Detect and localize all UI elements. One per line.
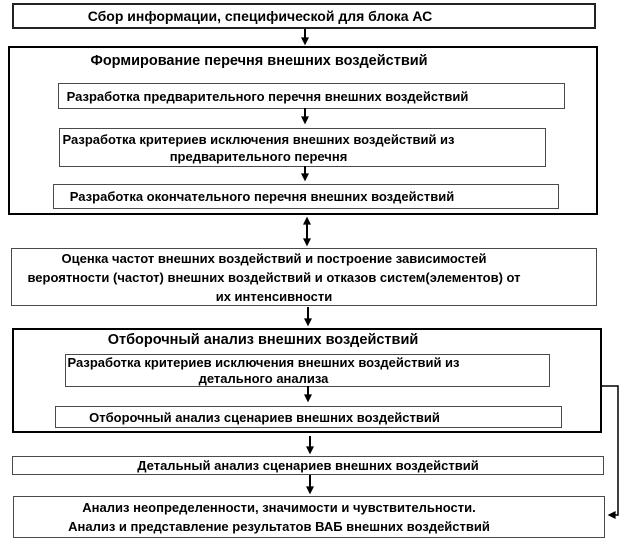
text-line: вероятности (частот) внешних воздействий… <box>27 269 521 285</box>
text-line: Анализ неопределенности, значимости и чу… <box>82 500 476 515</box>
text-line: Разработка критериев исключения внешних … <box>62 131 455 147</box>
box-detailed-analysis: Детальный анализ сценариев внешних возде… <box>12 456 604 475</box>
box-frequency-assessment: Оценка частот внешних воздействий и пост… <box>11 248 597 306</box>
text-line: Сбор информации, специфической для блока… <box>87 7 433 24</box>
text-line: Детальный анализ сценариев внешних возде… <box>137 458 479 473</box>
box-collect-info: Сбор информации, специфической для блока… <box>12 3 596 29</box>
text-line: Оценка частот внешних воздействий и пост… <box>61 250 487 266</box>
text-line: Анализ и представление результатов ВАБ в… <box>68 519 490 534</box>
box-exclusion-criteria-detailed: Разработка критериев исключения внешних … <box>65 354 550 387</box>
group-title-formation: Формирование перечня внешних воздействий <box>10 53 596 70</box>
box-exclusion-criteria-preliminary: Разработка критериев исключения внешних … <box>59 128 546 167</box>
box-final-list: Разработка окончательного перечня внешни… <box>53 184 559 209</box>
box-preliminary-list: Разработка предварительного перечня внеш… <box>58 83 565 109</box>
text-line: детального анализа <box>198 370 329 386</box>
group-impact-list-formation: Формирование перечня внешних воздействий… <box>8 46 598 215</box>
text-line: Формирование перечня внешних воздействий <box>90 53 428 69</box>
text-line: Разработка окончательного перечня внешни… <box>69 189 455 204</box>
box-uncertainty-results: Анализ неопределенности, значимости и чу… <box>13 496 605 538</box>
text-line: Отборочный анализ внешних воздействий <box>107 332 419 348</box>
text-line: Отборочный анализ сценариев внешних возд… <box>89 409 440 425</box>
box-screening-scenarios: Отборочный анализ сценариев внешних возд… <box>55 406 562 428</box>
group-screening-analysis: Отборочный анализ внешних воздействий Ра… <box>12 328 602 433</box>
text-line: Разработка предварительного перечня внеш… <box>66 88 469 104</box>
text-line: предварительного перечня <box>169 148 348 164</box>
group-title-screening: Отборочный анализ внешних воздействий <box>14 332 600 349</box>
text-line: их интенсивности <box>215 288 333 304</box>
text-line: Разработка критериев исключения внешних … <box>67 354 460 370</box>
